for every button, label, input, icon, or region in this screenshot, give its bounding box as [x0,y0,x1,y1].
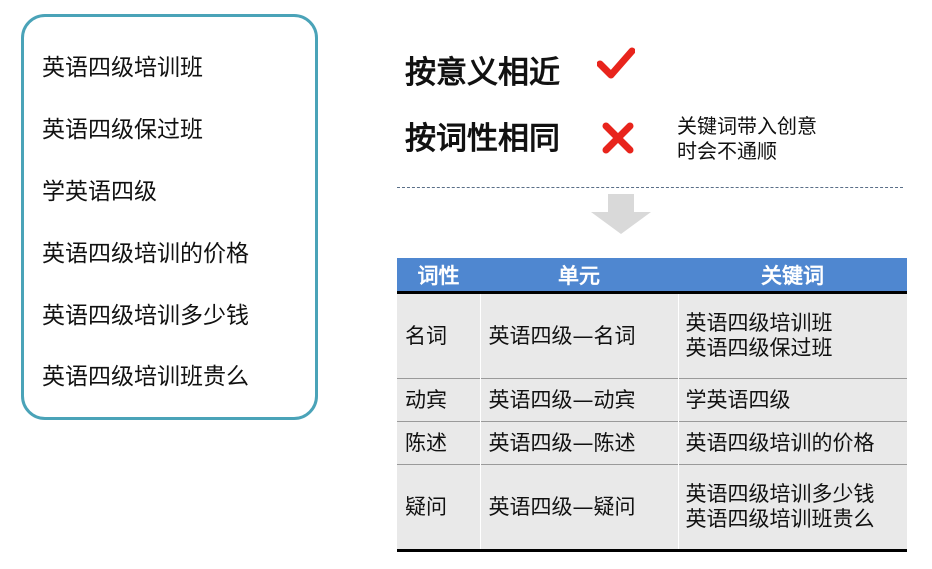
check-icon [597,47,635,79]
table-header-keywords: 关键词 [678,258,907,294]
cell-keywords: 英语四级培训班 英语四级保过班 [677,292,907,379]
cell-keywords: 英语四级培训的价格 [677,421,907,465]
keyword-item: 英语四级培训班贵么 [42,364,249,390]
rule-pos-note-line: 时会不通顺 [677,139,777,163]
divider-line [397,187,903,188]
keyword-item: 英语四级保过班 [42,117,203,143]
cell-keywords: 英语四级培训多少钱 英语四级培训班贵么 [677,464,907,552]
cell-unit: 英语四级—疑问 [479,464,678,552]
cell-pos: 名词 [397,292,480,379]
cell-unit: 英语四级—动宾 [479,378,678,422]
table-row: 疑问 英语四级—疑问 英语四级培训多少钱 英语四级培训班贵么 [397,464,907,552]
rule-pos-note-line: 关键词带入创意 [677,114,817,138]
keyword-list-box: 英语四级培训班 英语四级保过班 学英语四级 英语四级培训的价格 英语四级培训多少… [21,14,318,420]
cell-keyword: 英语四级培训多少钱 [685,482,875,506]
keyword-item: 英语四级培训多少钱 [42,303,249,329]
cell-unit: 英语四级—名词 [479,292,678,379]
keyword-item: 英语四级培训班 [42,55,203,81]
cell-keyword: 英语四级培训班贵么 [685,507,875,531]
cell-keyword: 英语四级培训的价格 [685,430,875,455]
cell-pos: 动宾 [397,378,480,422]
rule-pos-title: 按词性相同 [405,121,560,157]
cell-keyword: 英语四级保过班 [685,336,833,360]
table-row: 陈述 英语四级—陈述 英语四级培训的价格 [397,421,907,465]
arrow-down-icon [591,194,651,234]
table-header-row: 词性 单元 关键词 [397,258,907,294]
cell-pos: 疑问 [397,464,480,552]
cross-icon [602,122,634,154]
cell-keywords: 学英语四级 [677,378,907,422]
table-row: 动宾 英语四级—动宾 学英语四级 [397,378,907,422]
cell-keyword: 英语四级培训班 [685,311,833,335]
table-header-pos: 词性 [397,258,480,294]
table-header-unit: 单元 [480,258,678,294]
cell-pos: 陈述 [397,421,480,465]
keyword-item: 英语四级培训的价格 [42,241,249,267]
cell-unit: 英语四级—陈述 [479,421,678,465]
rule-meaning-title: 按意义相近 [405,55,560,91]
keyword-item: 学英语四级 [42,179,157,205]
rule-pos-note: 关键词带入创意 时会不通顺 [677,114,817,164]
table-row: 名词 英语四级—名词 英语四级培训班 英语四级保过班 [397,292,907,379]
cell-keyword: 学英语四级 [685,387,791,412]
keyword-grouping-table: 词性 单元 关键词 名词 英语四级—名词 英语四级培训班 英语四级保过班 动宾 … [397,258,907,552]
